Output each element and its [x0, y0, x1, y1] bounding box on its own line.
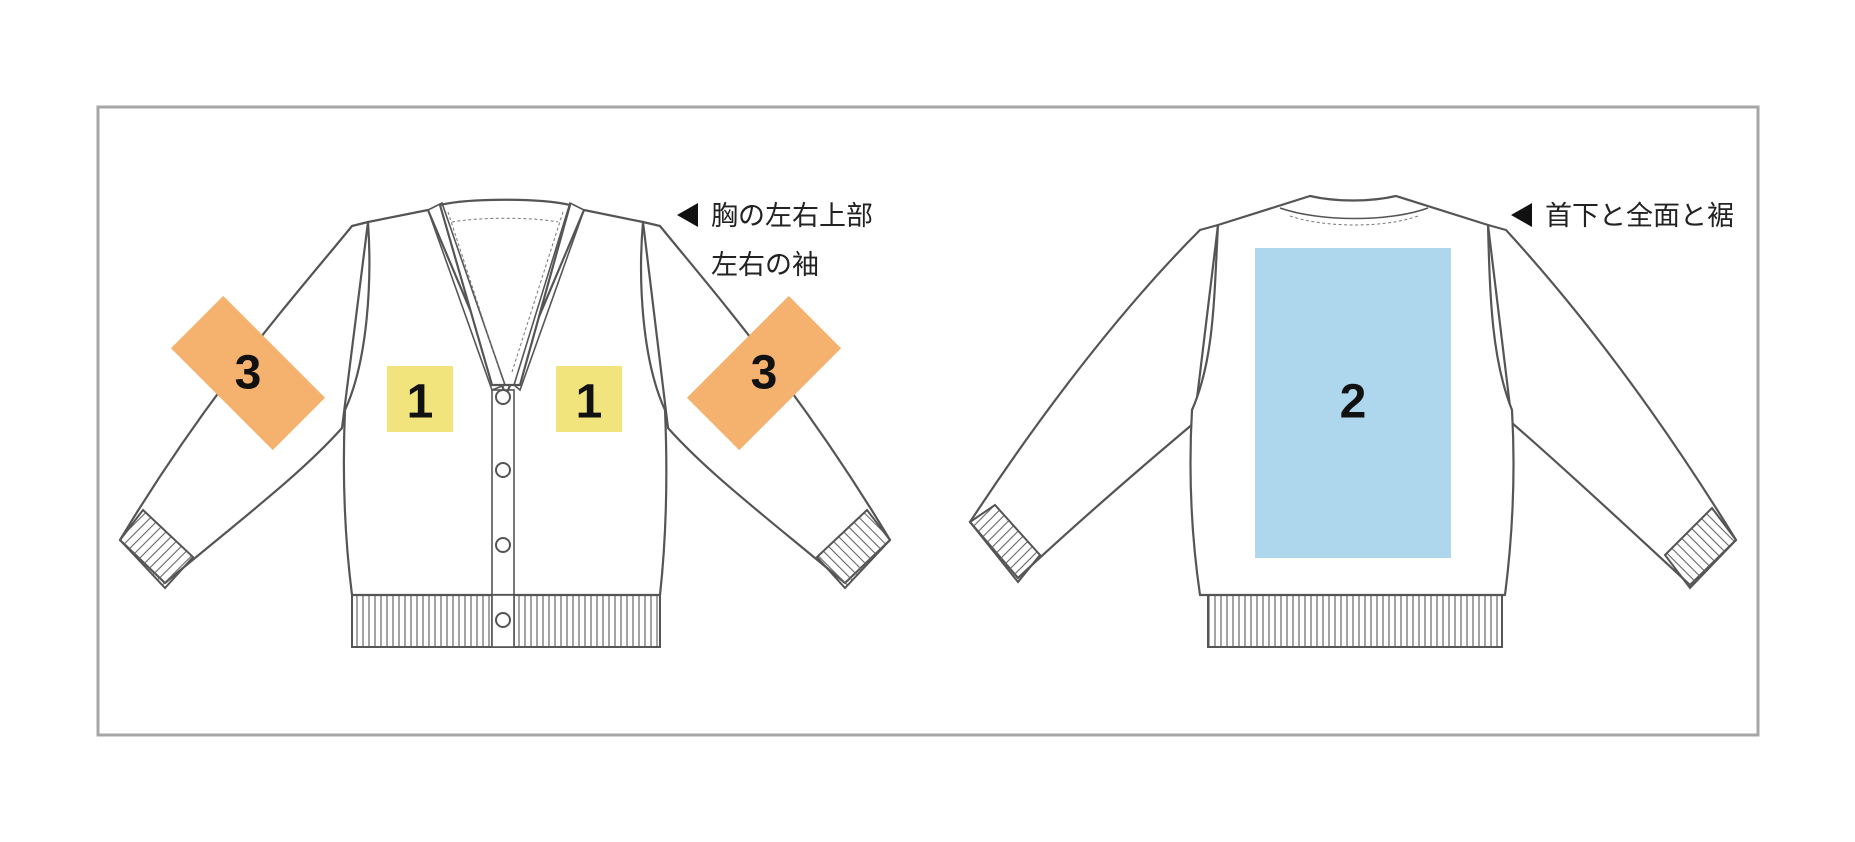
back-right-cuff [1663, 506, 1738, 590]
zone-chest-left-label: 1 [407, 376, 434, 429]
front-right-placket [513, 201, 585, 392]
back-left-sleeve [968, 223, 1220, 580]
front-annotation-line2: 左右の袖 [711, 250, 819, 281]
front-left-cuff [118, 508, 195, 590]
zone-sleeve-right: 3 [686, 295, 842, 451]
front-annotation-line1: 胸の左右上部 [711, 201, 873, 232]
zone-chest-right-label: 1 [576, 376, 603, 429]
front-left-placket-stitch [447, 211, 501, 373]
zone-sleeve-left-label: 3 [235, 347, 262, 400]
zone-sleeve-left: 3 [170, 295, 326, 451]
back-hem-rib [1207, 594, 1503, 648]
front-annotation-arrow-icon [677, 203, 698, 227]
back-right-sleeve [1486, 223, 1738, 587]
zone-chest-left: 1 [387, 366, 453, 432]
front-right-placket-stitch [511, 211, 564, 373]
zone-sleeve-right-label: 3 [751, 347, 778, 400]
front-right-cuff [815, 508, 892, 590]
diagram-frame [96, 105, 1760, 737]
front-left-placket [427, 201, 507, 392]
zone-back-full: 2 [1255, 248, 1451, 558]
zone-chest-right: 1 [556, 366, 622, 432]
back-left-cuff [968, 503, 1042, 584]
back-annotation-arrow-icon [1511, 203, 1532, 227]
back-annotation-line1: 首下と全面と裾 [1545, 201, 1734, 232]
zone-back-full-label: 2 [1340, 376, 1367, 429]
front-buttons [495, 389, 511, 628]
back-collar [1279, 207, 1429, 220]
front-inner-neck [438, 198, 572, 387]
back-collar-stitch [1289, 215, 1419, 226]
